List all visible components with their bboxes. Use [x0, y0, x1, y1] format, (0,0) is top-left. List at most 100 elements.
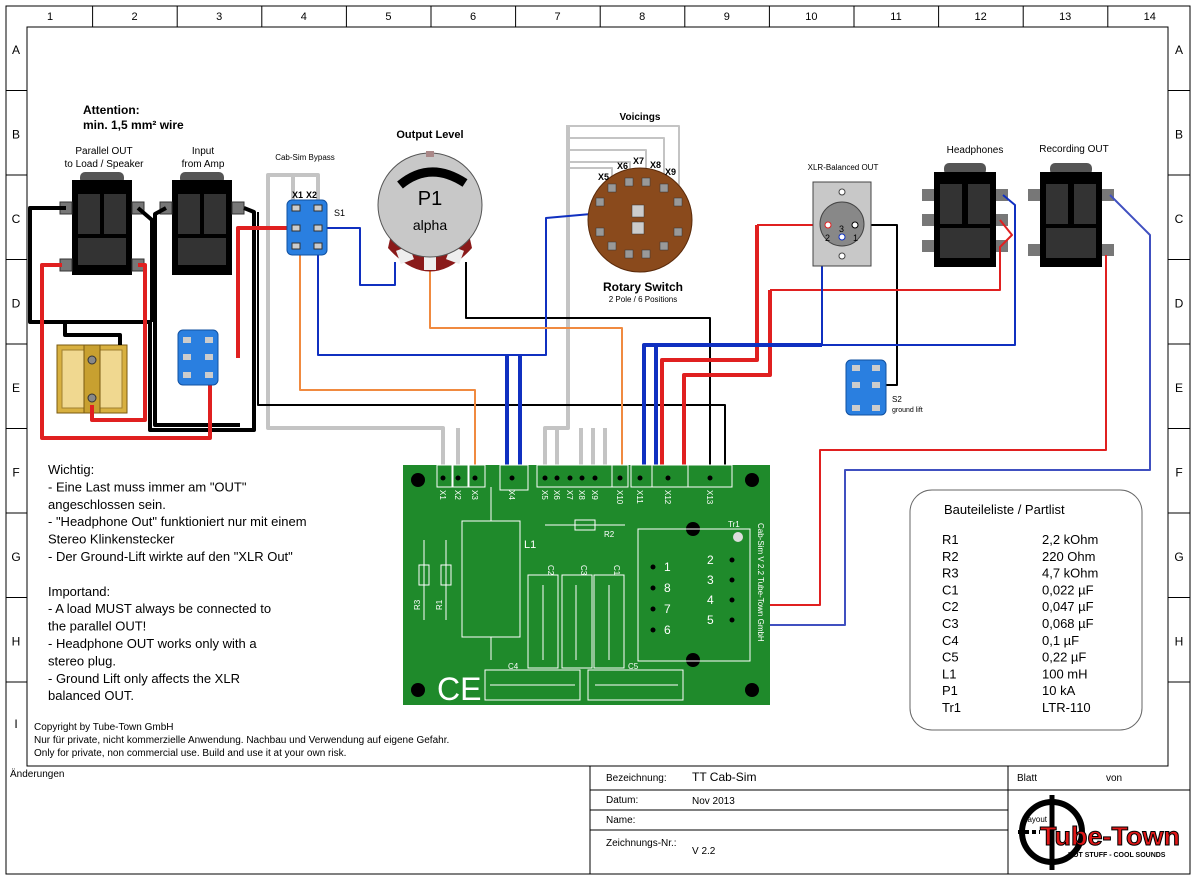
s1-label: S1: [334, 208, 345, 218]
pcb-pad: [440, 475, 446, 481]
column-label: 9: [724, 11, 730, 23]
row-label-right: C: [1175, 212, 1184, 226]
notes-de-line: - Eine Last muss immer am "OUT": [48, 479, 247, 494]
column-label: 10: [805, 11, 817, 23]
copyright-line3: Only for private, non commercial use. Bu…: [34, 748, 346, 759]
load-switch[interactable]: [177, 329, 219, 386]
pcb-pad: [650, 564, 656, 570]
s2-ground-lift-switch[interactable]: [845, 359, 887, 416]
part-value: 2,2 kOhm: [1042, 532, 1098, 547]
voicings-label: Voicings: [620, 112, 661, 123]
transformer-pin-label: 4: [707, 593, 714, 607]
part-value: 0,047 µF: [1042, 599, 1094, 614]
row-label-right: G: [1174, 550, 1183, 564]
rotary-switch-sublabel: 2 Pole / 6 Positions: [609, 295, 677, 304]
drawing-no-value: V 2.2: [692, 846, 716, 857]
attention-line2: min. 1,5 mm² wire: [83, 118, 184, 132]
date-value: Nov 2013: [692, 796, 735, 807]
row-label: H: [12, 635, 21, 649]
column-label: 7: [555, 11, 561, 23]
pcb-c4: C4: [508, 662, 519, 671]
row-label: I: [14, 717, 17, 731]
notes-de-title: Wichtig:: [48, 462, 94, 477]
part-ref: L1: [942, 666, 956, 681]
pcb-connector-label: X2: [453, 490, 462, 500]
notes-de-line: angeschlossen sein.: [48, 497, 166, 512]
column-label: 1: [47, 11, 53, 23]
notes-en-line: stereo plug.: [48, 653, 116, 668]
parallel-out-jack: [59, 172, 145, 275]
rs-x7: X7: [633, 156, 644, 166]
xlr-pin1: 1: [853, 233, 858, 243]
headphones-label: Headphones: [947, 145, 1004, 156]
part-value: 0,068 µF: [1042, 616, 1094, 631]
part-ref: C5: [942, 650, 959, 665]
part-value: 0,1 µF: [1042, 633, 1079, 648]
s1-bypass-switch[interactable]: [286, 199, 328, 256]
pcb-connector-label: X5: [540, 490, 549, 500]
pot-name: P1: [418, 188, 442, 210]
pcb-pad: [472, 475, 478, 481]
blue-wires-heavy: [505, 343, 822, 472]
pcb-pad: [729, 597, 735, 603]
copyright-line1: Copyright by Tube-Town GmbH: [34, 722, 174, 733]
xlr-label: XLR-Balanced OUT: [808, 163, 879, 172]
rs-x6: X6: [617, 161, 628, 171]
parallel-out-sublabel: to Load / Speaker: [65, 159, 145, 170]
rotary-switch[interactable]: [587, 167, 693, 273]
column-label: 4: [301, 11, 307, 23]
part-value: 100 mH: [1042, 666, 1088, 681]
row-label: F: [12, 466, 19, 480]
p1-output-level-pot[interactable]: [377, 151, 483, 272]
drawing-frame: [5, 5, 1191, 875]
rs-x5: X5: [598, 172, 609, 182]
row-label-right: D: [1175, 297, 1184, 311]
drawing-no-label: Zeichnungs-Nr.:: [606, 838, 677, 849]
pcb-connector-label: X8: [577, 490, 586, 500]
pcb-connector-label: X1: [438, 490, 447, 500]
pcb-pad: [665, 475, 671, 481]
notes-en-line: - A load MUST always be connected to: [48, 601, 271, 616]
pcb-pad: [592, 475, 598, 481]
column-label: 6: [470, 11, 476, 23]
pcb-connector-label: X6: [552, 490, 561, 500]
pcb-pad: [729, 617, 735, 623]
row-label-right: H: [1175, 635, 1184, 649]
input-label: Input: [192, 146, 214, 157]
row-label-right: F: [1175, 466, 1182, 480]
cab-sim-bypass-label: Cab-Sim Bypass: [275, 153, 335, 162]
row-label: D: [12, 297, 21, 311]
pcb-pad: [542, 475, 548, 481]
pcb-l1: L1: [524, 539, 536, 551]
pcb-pad: [707, 475, 713, 481]
of-label: von: [1106, 773, 1122, 784]
pcb-connector-label: X9: [590, 490, 599, 500]
column-label: 13: [1059, 11, 1071, 23]
notes-de-line: - "Headphone Out" funktioniert nur mit e…: [48, 514, 307, 529]
s2-label: S2: [892, 395, 902, 404]
column-label: 5: [385, 11, 391, 23]
part-ref: C4: [942, 633, 959, 648]
notes-en-title: Importand:: [48, 584, 110, 599]
pcb-pad: [567, 475, 573, 481]
row-label: B: [12, 128, 20, 142]
part-value: 220 Ohm: [1042, 549, 1095, 564]
input-sublabel: from Amp: [182, 159, 225, 170]
notes-en-line: the parallel OUT!: [48, 619, 146, 634]
pcb-pad: [650, 627, 656, 633]
row-label: A: [12, 43, 20, 57]
part-value: 10 kA: [1042, 683, 1076, 698]
pcb-pad: [650, 585, 656, 591]
part-value: 4,7 kOhm: [1042, 566, 1098, 581]
logo-layout: Layout: [1023, 815, 1048, 824]
load-resistor: [56, 344, 128, 414]
pcb-c2: C2: [546, 565, 555, 576]
notes-en-line: - Ground Lift only affects the XLR: [48, 671, 240, 686]
s2-sublabel: ground lift: [892, 407, 923, 414]
transformer-pin-label: 7: [664, 602, 671, 616]
pcb-board: CE: [403, 464, 770, 707]
part-ref: Tr1: [942, 700, 961, 715]
